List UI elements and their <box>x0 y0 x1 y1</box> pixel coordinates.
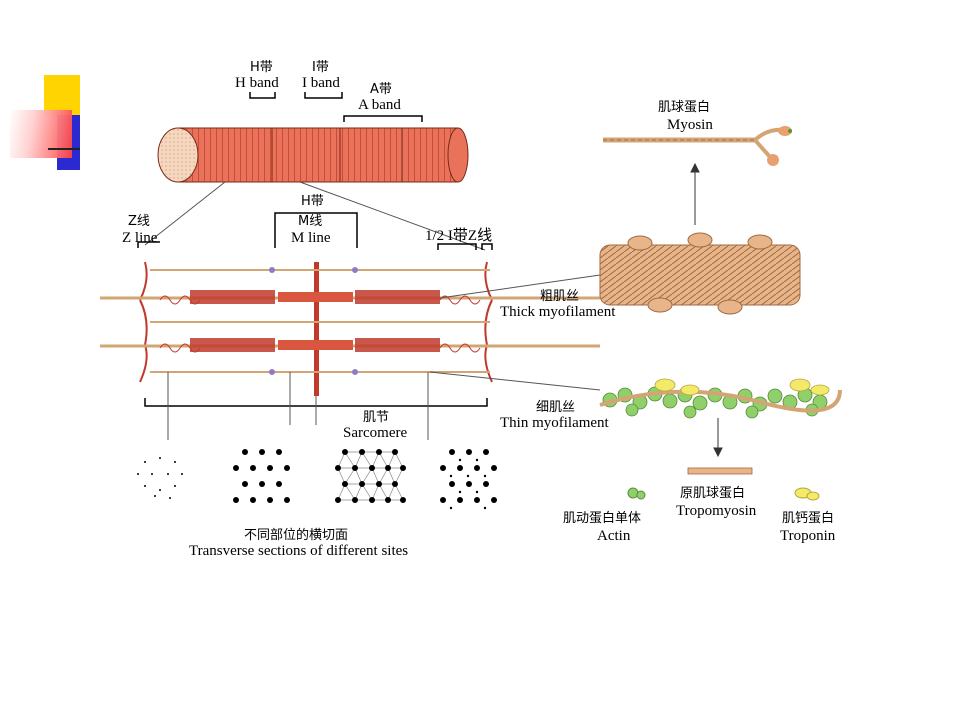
z-line-label-zh: Z线 <box>128 214 150 229</box>
legend-icons <box>627 467 820 501</box>
h-band-label-en: H band <box>235 75 279 91</box>
i-band-label-zh: I带 <box>312 60 329 75</box>
m-line-label-zh: M线 <box>298 214 323 229</box>
a-band-label-zh: A带 <box>370 82 392 97</box>
thick-myofilament-label-en: Thick myofilament <box>500 304 616 320</box>
sarcomere-unit <box>100 261 600 396</box>
muscle-fiber-cylinder <box>157 127 469 183</box>
decor-red-gradient <box>10 110 72 158</box>
tropomyosin-label-en: Tropomyosin <box>676 503 757 519</box>
cross-section-a-band <box>440 449 497 510</box>
myosin-molecule <box>603 126 792 166</box>
decor-yellow-square <box>44 75 80 115</box>
half-i-band-label: 1/2 I带Z线 <box>425 228 493 244</box>
myosin-label-zh: 肌球蛋白 <box>658 100 711 115</box>
h-band-label-2-zh: H带 <box>301 194 324 209</box>
i-band-label-en: I band <box>302 75 340 91</box>
z-line-label-en: Z line <box>122 230 158 246</box>
cross-section-h-band <box>233 449 290 503</box>
sarcomere-label-zh: 肌节 <box>363 410 390 425</box>
a-band-label-en: A band <box>358 97 401 113</box>
thin-myofilament-label-en: Thin myofilament <box>500 415 609 431</box>
pointer-lines <box>167 274 601 440</box>
sections-label-en: Transverse sections of different sites <box>189 543 409 559</box>
zoom-lines <box>144 181 486 251</box>
cross-sections <box>137 449 497 510</box>
troponin-label-zh: 肌钙蛋白 <box>782 511 835 526</box>
sections-label-zh: 不同部位的横切面 <box>244 528 349 543</box>
top-brackets <box>249 92 423 122</box>
thin-myofilament <box>599 378 842 419</box>
thick-myofilament <box>599 232 801 315</box>
tropomyosin-label-zh: 原肌球蛋白 <box>680 486 746 501</box>
sarcomere-label-en: Sarcomere <box>343 425 408 441</box>
myosin-label-en: Myosin <box>667 117 713 133</box>
arrows <box>690 162 723 458</box>
h-band-label-zh: H带 <box>250 60 273 75</box>
cross-section-m-line <box>335 449 406 503</box>
cross-section-i-band <box>137 457 183 499</box>
actin-label-zh: 肌动蛋白单体 <box>563 511 642 526</box>
decor-line <box>48 148 80 150</box>
troponin-label-en: Troponin <box>780 528 836 544</box>
thick-myofilament-label-zh: 粗肌丝 <box>540 289 580 304</box>
thin-myofilament-label-zh: 细肌丝 <box>536 400 576 415</box>
actin-label-en: Actin <box>597 528 631 544</box>
m-line-label-en: M line <box>291 230 331 246</box>
